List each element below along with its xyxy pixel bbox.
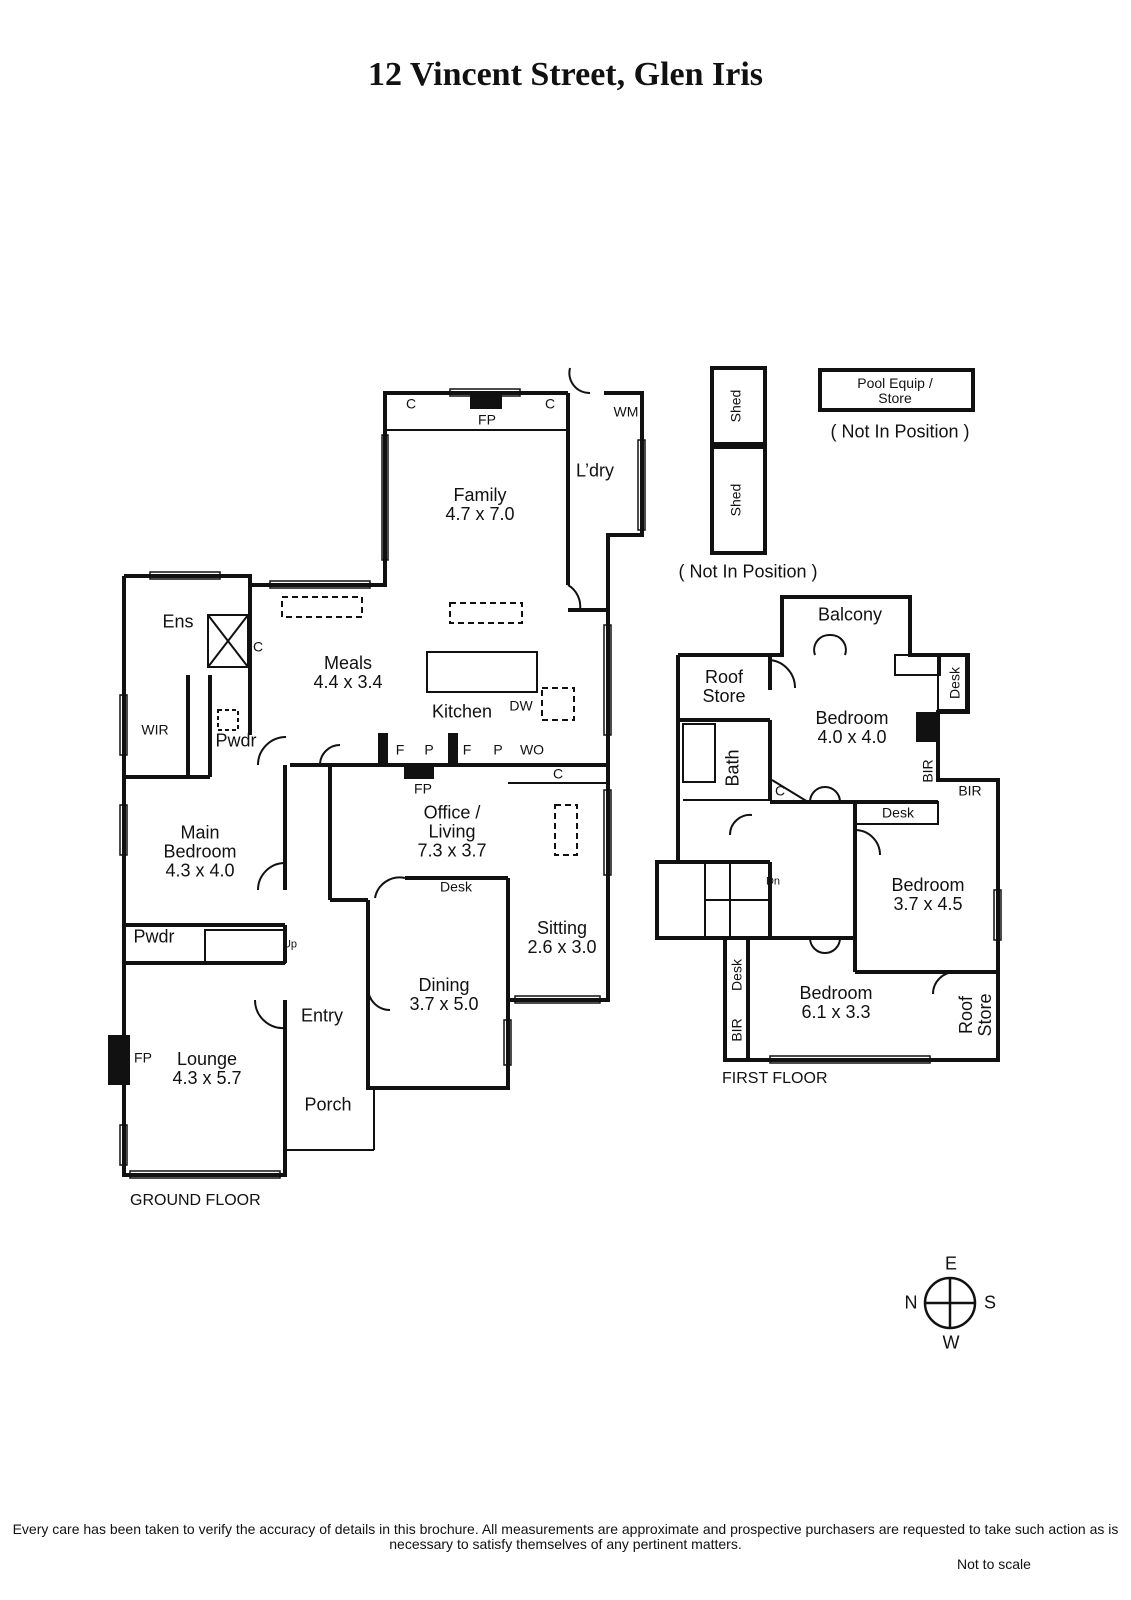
fridge-label: F [462,741,472,758]
room-entry: Entry [300,1005,344,1026]
ground-floor-thin-lines [204,367,608,1151]
fireplaces [108,395,938,1085]
desk-label: Desk [440,878,472,895]
first-floor-thin-lines [682,633,967,995]
washing-machine-label: WM [613,403,639,420]
desk-label: Desk [946,667,963,699]
not-in-position-note: ( Not In Position ) [678,561,818,582]
shed-label: Shed [727,389,744,423]
pool-equip-label: Pool Equip / Store [857,375,933,406]
room-ensuite: Ens [162,611,194,632]
cupboard-label: C [552,765,564,782]
not-to-scale-note: Not to scale [957,1556,1031,1572]
windows [119,388,1002,1179]
compass-icon [923,1276,977,1330]
shed-label: Shed [727,483,744,517]
compass-east: E [944,1253,958,1274]
disclaimer: Every care has been taken to verify the … [12,1521,1119,1552]
room-roof-store: Roof Store [956,993,995,1037]
pantry-label: P [424,741,434,758]
cupboard-label: C [252,638,264,655]
bir-label: BIR [919,759,936,783]
fridge-label: F [395,741,405,758]
fireplace-label: FP [478,411,496,428]
desk-label: Desk [882,804,914,821]
room-powder: Pwdr [133,926,175,947]
compass-west: W [942,1332,960,1353]
stairs-up-label: Up [282,938,298,951]
bir-label: BIR [728,1018,745,1042]
cupboard-label: C [544,395,556,412]
room-porch: Porch [304,1094,352,1115]
page-title: 12 Vincent Street, Glen Iris [367,56,764,93]
ground-floor-label: GROUND FLOOR [130,1192,261,1209]
pantry-label: P [493,741,503,758]
desk-label: Desk [728,959,745,991]
room-laundry: L’dry [575,460,615,481]
fireplace-label: FP [414,780,432,797]
wall-oven-label: WO [519,741,545,758]
cupboard-label: C [774,782,786,799]
not-in-position-note: ( Not In Position ) [830,421,970,442]
room-bath: Bath [722,749,743,787]
room-roof-store: Roof Store [702,667,746,706]
cupboard-label: C [405,395,417,412]
room-kitchen: Kitchen [431,701,493,722]
compass-north: N [904,1292,918,1313]
room-powder: Pwdr [215,730,257,751]
room-wir: WIR [141,721,169,738]
first-floor-walls [655,595,1000,1062]
first-floor-label: FIRST FLOOR [722,1070,828,1087]
compass-south: S [983,1292,997,1313]
outbuildings [710,366,975,555]
stairs-down-label: Dn [765,875,781,888]
bir-label: BIR [958,782,982,799]
room-balcony: Balcony [817,604,883,625]
fireplace-label: FP [134,1049,152,1066]
dishwasher-label: DW [509,697,533,714]
